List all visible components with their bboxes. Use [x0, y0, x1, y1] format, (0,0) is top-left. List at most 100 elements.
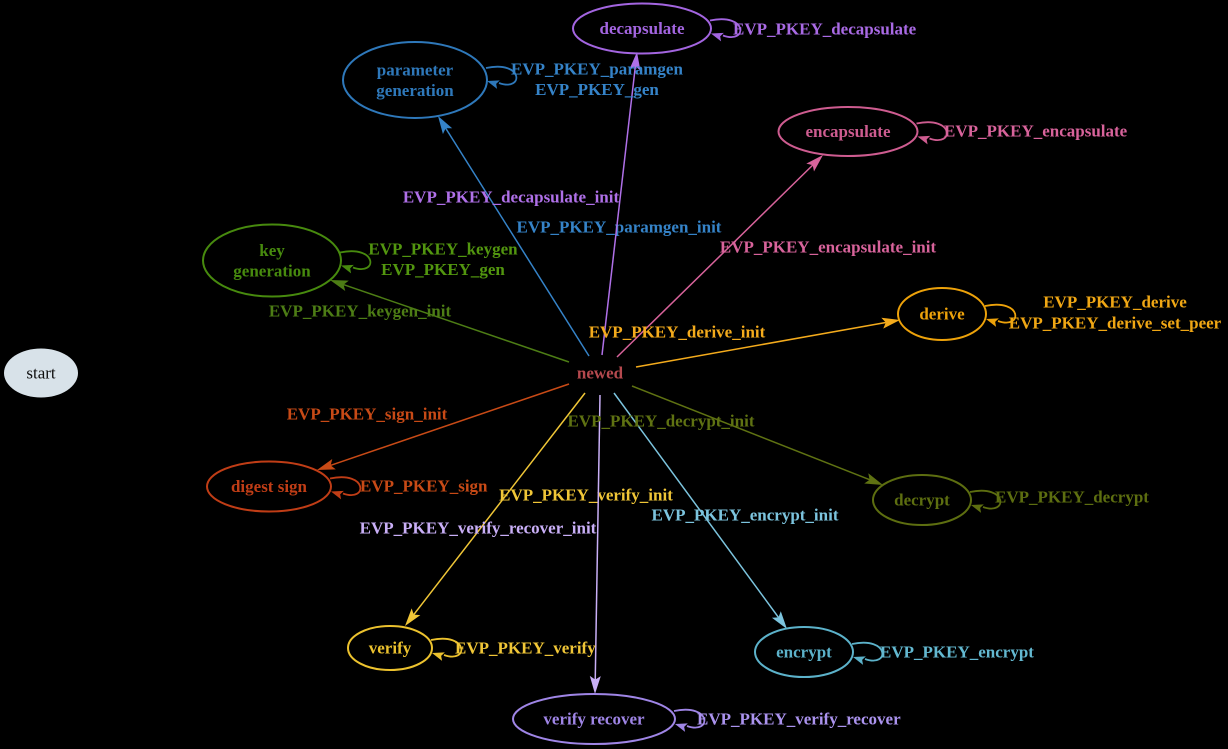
- node-verify: verify: [347, 625, 433, 671]
- node-derive: derive: [897, 287, 987, 341]
- node-decrypt-ellipse: [872, 474, 972, 526]
- node-encapsulate-label: encapsulate: [806, 122, 891, 141]
- edge-newed-to-parameter-generation-line: [444, 126, 590, 357]
- decapsulate-loop-label: EVP_PKEY_decapsulate: [733, 20, 917, 39]
- node-verify-ellipse: [347, 625, 433, 671]
- edge-newed-to-decapsulate-label: EVP_PKEY_decapsulate_init: [403, 188, 620, 207]
- verify-loop-path: [430, 637, 463, 658]
- verify-loop-arrowhead: [432, 652, 445, 661]
- node-newed: newed: [577, 364, 624, 383]
- node-digest-sign: digest sign: [206, 460, 332, 513]
- encapsulate-loop-arrowhead: [917, 135, 931, 145]
- node-decrypt: decrypt: [872, 474, 972, 526]
- node-start: start: [4, 348, 78, 398]
- node-encapsulate-ellipse: [777, 106, 919, 157]
- decrypt-loop-path: [969, 489, 1002, 510]
- verify-recover-loop-label: EVP_PKEY_verify_recover: [697, 710, 901, 729]
- edge-newed-to-digest-sign: EVP_PKEY_sign_init: [287, 383, 570, 470]
- edge-newed-to-verify-recover-line: [594, 394, 601, 682]
- node-encrypt-ellipse: [754, 626, 854, 678]
- node-derive-ellipse: [897, 287, 987, 341]
- node-verify-recover-ellipse: [512, 693, 676, 745]
- edge-newed-to-encrypt-line: [613, 392, 780, 619]
- edge-newed-to-digest-sign-label: EVP_PKEY_sign_init: [287, 405, 448, 424]
- edge-newed-to-verify-label: EVP_PKEY_verify_init: [499, 486, 673, 505]
- edge-newed-to-decapsulate: EVP_PKEY_decapsulate_init: [403, 52, 641, 356]
- node-key-generation-label: generation: [233, 261, 311, 280]
- edge-newed-to-key-generation: EVP_PKEY_keygen_init: [269, 280, 570, 363]
- edge-newed-to-encapsulate-arrowhead: [806, 155, 823, 172]
- edge-newed-to-verify-line: [412, 392, 586, 617]
- parameter-generation-loop-label: EVP_PKEY_gen: [535, 80, 659, 99]
- node-digest-sign-ellipse: [206, 460, 332, 513]
- parameter-generation-loop-arrowhead: [487, 80, 500, 89]
- verify-recover-loop-arrowhead: [675, 723, 688, 732]
- verify-recover-loop-path: [673, 708, 706, 729]
- derive-loop-arrowhead: [986, 318, 999, 327]
- encrypt-loop-path: [851, 641, 884, 662]
- decrypt-loop: EVP_PKEY_decrypt: [969, 488, 1149, 513]
- node-parameter-generation-label: parameter: [377, 60, 454, 79]
- edge-newed-to-decrypt: EVP_PKEY_decrypt_init: [568, 385, 883, 485]
- key-generation-loop-label: EVP_PKEY_gen: [381, 260, 505, 279]
- edge-newed-to-encapsulate-line: [616, 163, 815, 358]
- edge-newed-to-derive: EVP_PKEY_derive_init: [589, 317, 900, 368]
- edge-newed-to-derive-label: EVP_PKEY_derive_init: [589, 323, 766, 342]
- edge-newed-to-verify-arrowhead: [405, 608, 421, 626]
- decapsulate-loop-path: [709, 18, 742, 38]
- decrypt-loop-label: EVP_PKEY_decrypt: [995, 488, 1149, 507]
- decrypt-loop-arrowhead: [971, 504, 984, 513]
- edge-newed-to-encrypt: EVP_PKEY_encrypt_init: [613, 392, 839, 629]
- verify-loop: EVP_PKEY_verify: [430, 637, 596, 661]
- node-newed-label: newed: [577, 364, 624, 383]
- node-decrypt-label: decrypt: [894, 491, 950, 510]
- node-verify-label: verify: [369, 639, 412, 658]
- edge-newed-to-decrypt-label: EVP_PKEY_decrypt_init: [568, 412, 755, 431]
- edge-newed-to-key-generation-arrowhead: [330, 280, 349, 292]
- node-derive-label: derive: [919, 305, 965, 324]
- edge-newed-to-parameter-generation-label: EVP_PKEY_paramgen_init: [517, 218, 722, 237]
- edge-newed-to-derive-line: [635, 321, 888, 368]
- edge-newed-to-decrypt-line: [631, 385, 872, 481]
- node-digest-sign-label: digest sign: [231, 477, 308, 496]
- encapsulate-loop-label: EVP_PKEY_encapsulate: [944, 122, 1128, 141]
- verify-loop-label: EVP_PKEY_verify: [455, 639, 596, 658]
- edge-newed-to-encapsulate: EVP_PKEY_encapsulate_init: [616, 155, 937, 358]
- edge-newed-to-decapsulate-arrowhead: [629, 52, 641, 71]
- edge-newed-to-parameter-generation: EVP_PKEY_paramgen_init: [438, 116, 722, 357]
- key-generation-loop-arrowhead: [341, 264, 354, 274]
- node-start-ellipse: [4, 348, 78, 398]
- edge-newed-to-encrypt-label: EVP_PKEY_encrypt_init: [652, 506, 839, 525]
- node-verify-recover-label: verify recover: [543, 710, 645, 729]
- node-encrypt-label: encrypt: [776, 643, 832, 662]
- edge-newed-to-verify-recover-label: EVP_PKEY_verify_recover_init: [360, 519, 597, 538]
- encrypt-loop-label: EVP_PKEY_encrypt: [880, 643, 1034, 662]
- encapsulate-loop: EVP_PKEY_encapsulate: [916, 121, 1128, 145]
- derive-loop-label: EVP_PKEY_derive_set_peer: [1009, 314, 1222, 333]
- node-decapsulate-ellipse: [572, 2, 712, 55]
- node-key-generation-label: key: [259, 241, 285, 260]
- edge-newed-to-derive-arrowhead: [881, 317, 900, 329]
- edge-newed-to-verify-recover: EVP_PKEY_verify_recover_init: [360, 394, 601, 694]
- decapsulate-loop-arrowhead: [711, 32, 724, 42]
- node-decapsulate: decapsulate: [572, 2, 712, 55]
- decapsulate-loop: EVP_PKEY_decapsulate: [709, 18, 917, 42]
- edge-newed-to-encrypt-arrowhead: [771, 611, 787, 629]
- node-key-generation-ellipse: [202, 223, 342, 298]
- node-decapsulate-label: decapsulate: [600, 19, 685, 38]
- key-generation-loop-path: [339, 250, 372, 270]
- derive-loop-label: EVP_PKEY_derive: [1043, 293, 1187, 312]
- node-encapsulate: encapsulate: [777, 106, 919, 157]
- parameter-generation-loop-path: [485, 65, 518, 86]
- edge-newed-to-digest-sign-arrowhead: [317, 458, 336, 470]
- encrypt-loop-arrowhead: [853, 656, 866, 665]
- edge-newed-to-decrypt-arrowhead: [864, 473, 883, 485]
- edge-newed-to-key-generation-label: EVP_PKEY_keygen_init: [269, 302, 452, 321]
- edge-newed-to-encapsulate-label: EVP_PKEY_encapsulate_init: [720, 238, 937, 257]
